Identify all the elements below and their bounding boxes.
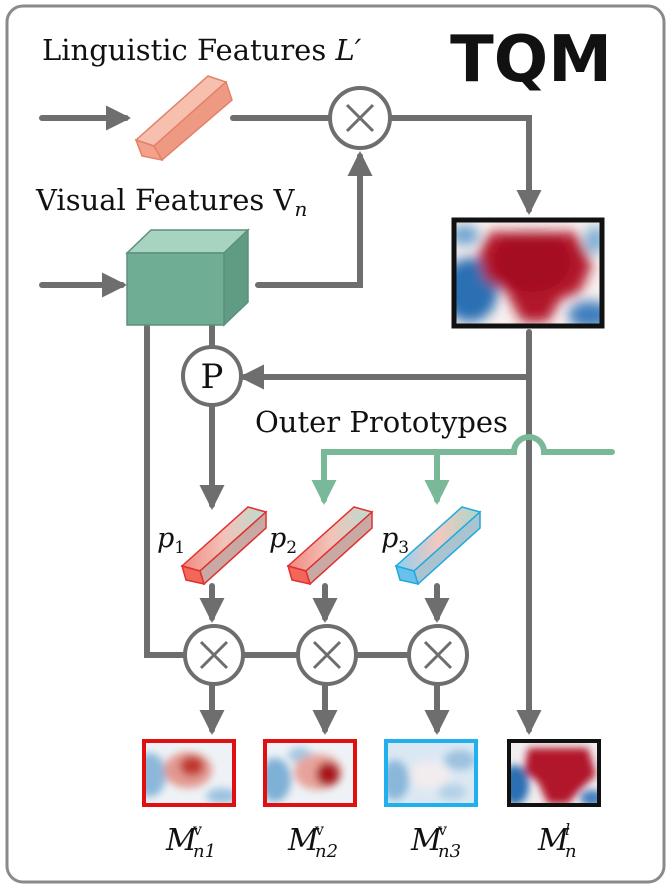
heatmap-linguistic-visual <box>451 217 605 329</box>
svg-text:M: M <box>410 823 443 858</box>
multiply-to-heatmap-arrow <box>388 115 542 216</box>
outer-prototypes-label: Outer Prototypes <box>255 405 508 439</box>
output-label-m-n3: M v n3 <box>410 820 461 862</box>
svg-text:n: n <box>565 841 577 862</box>
visual-bypass-line <box>144 324 188 658</box>
svg-text:v: v <box>437 820 447 839</box>
visual-features-label: Visual Features Vn <box>35 183 307 221</box>
prototype-bar-p3 <box>394 506 482 586</box>
prototype-bar-p1 <box>180 506 268 586</box>
svg-text:n1: n1 <box>193 841 216 862</box>
prototype-label-p2: p2 <box>269 523 297 558</box>
svg-text:n3: n3 <box>438 841 461 862</box>
multiply-operator-3 <box>407 624 469 686</box>
linguistic-features-label: Linguistic Features L′ <box>42 33 362 67</box>
svg-text:l: l <box>565 820 570 839</box>
svg-text:v: v <box>314 820 324 839</box>
output-label-m-n-l: M l n <box>537 820 577 862</box>
multiply-operator-top <box>328 86 392 150</box>
svg-text:M: M <box>287 823 320 858</box>
output-label-m-n2: M v n2 <box>287 820 338 862</box>
pooling-operator: P <box>181 345 243 407</box>
prototype-label-p3: p3 <box>381 523 409 558</box>
svg-text:n2: n2 <box>315 841 338 862</box>
output-heatmap-m-n3 <box>384 739 478 807</box>
svg-text:v: v <box>192 820 202 839</box>
visual-to-multiply-arrow <box>255 150 373 288</box>
prototype-label-p1: p1 <box>157 523 185 558</box>
linguistic-feature-bar <box>134 75 233 162</box>
visual-feature-cube <box>125 228 250 327</box>
svg-text:M: M <box>165 823 198 858</box>
title-tqm: TQM <box>450 23 612 97</box>
svg-text:M: M <box>537 823 570 858</box>
pooling-symbol: P <box>201 357 224 397</box>
prototype-bar-p2 <box>286 506 374 586</box>
output-heatmap-m-n2 <box>263 739 357 807</box>
outer-prototype-connector <box>311 434 615 506</box>
output-label-m-n1: M v n1 <box>165 820 216 862</box>
multiply-operator-1 <box>183 624 245 686</box>
multiply-operator-2 <box>296 624 358 686</box>
output-heatmap-m-n1 <box>142 739 236 807</box>
output-heatmap-m-n-l <box>507 739 601 807</box>
